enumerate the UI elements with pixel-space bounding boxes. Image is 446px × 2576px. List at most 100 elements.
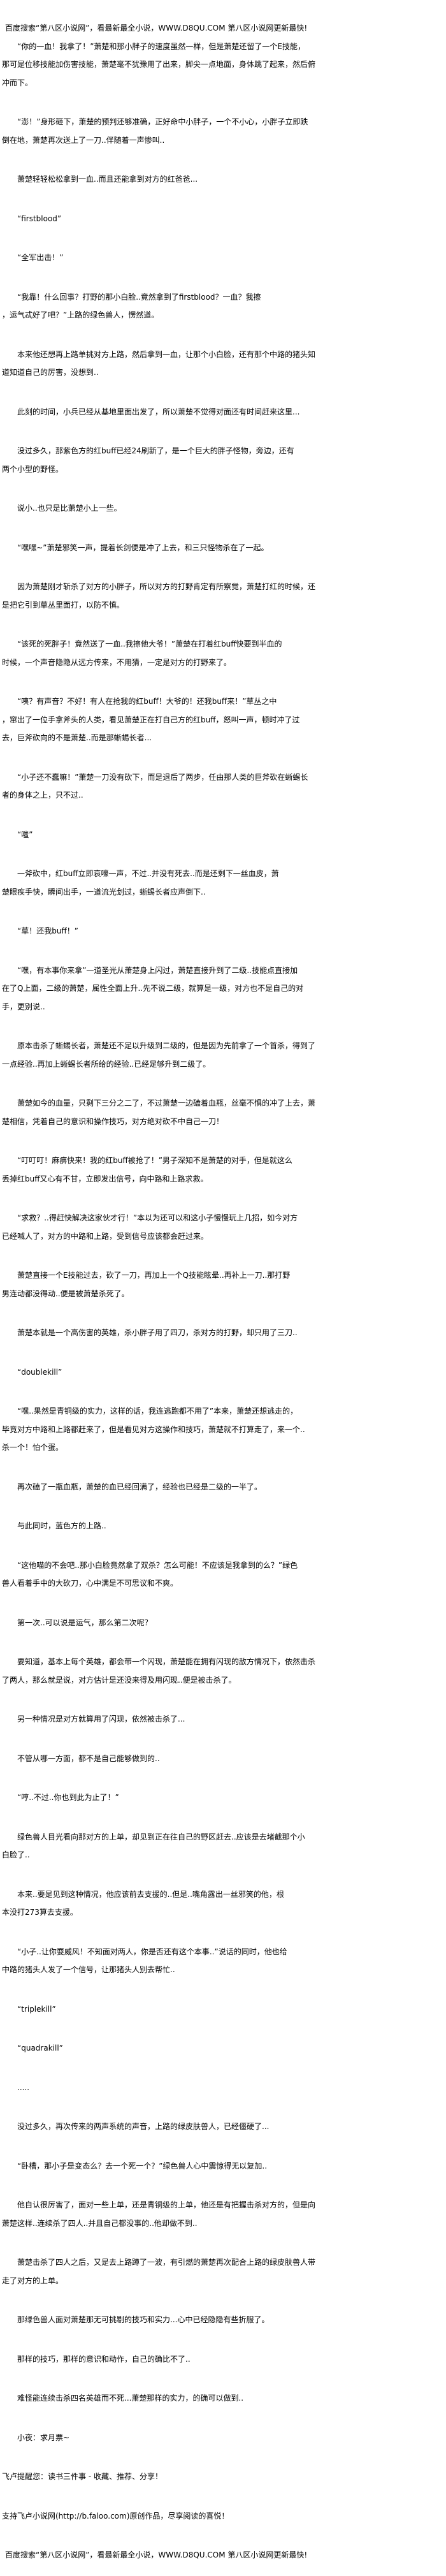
paragraph-line: “triplekill” — [17, 2004, 56, 2014]
site-banner-bottom-text: 百度搜索“第八区小说网”，看最新最全小说，WWW.D8QU.COM 第八区小说网… — [5, 2550, 308, 2559]
paragraph-line: 男连动都没得动..便是被萧楚杀死了。 — [2, 1289, 129, 1298]
paragraph-line: “该死的死胖子！竟然送了一血..我擦他大爷！”萧楚在打着红buff快要到半血的 — [17, 640, 282, 648]
chapter-body: “你的一血！我拿了！”萧楚和那小胖子的速度虽然一样，但是萧楚还留了一个E技能，那… — [2, 38, 442, 2447]
paragraph-line: 白脸了.. — [2, 1850, 30, 1859]
paragraph-line: 没过多久，再次传来的两声系统的声音，上路的绿皮肤兽人，已经僵硬了... — [17, 2122, 270, 2131]
paragraph-line: “叮叮叮！麻痹快来！我的红buff被抢了！”男子深知不是萧楚的对手，但是就这么 — [17, 1156, 292, 1165]
paragraph: 小夜：求月票~ — [2, 2429, 442, 2447]
paragraph: 他自认很厉害了，面对一些上单，还是青铜级的上单，他还是有把握击杀对方的，但是向萧… — [2, 2196, 442, 2232]
paragraph-line: 萧楚击杀了四人之后，又是去上路蹲了一波，有引燃的萧楚再次配合上路的绿皮肤兽人带 — [17, 2258, 316, 2267]
paragraph: 萧楚直接一个E技能过去，砍了一刀，再加上一个Q技能眩晕..再补上一刀..那打野男… — [2, 1266, 442, 1303]
paragraph-line: “firstblood” — [17, 214, 62, 223]
paragraph: 此刻的时间，小兵已经从基地里面出发了，所以萧楚不觉得对面还有时间赶来这里... — [2, 403, 442, 421]
paragraph: 难怪能连续击杀四名英雄而不死...萧楚那样的实力，的确可以做到.. — [2, 2389, 442, 2408]
paragraph: “嗤” — [2, 826, 442, 844]
footer-reminder: 飞卢提醒您：读书三件事 - 收藏、推荐、分享！ — [2, 2468, 442, 2486]
paragraph: 那绿色兽人面对萧楚那无可挑剔的技巧和实力...心中已经隐隐有些折服了。 — [2, 2311, 442, 2329]
paragraph: “小子还不蠢嘛！”萧楚一刀没有砍下，而是退后了两步，任由那人类的巨斧砍在蜥蜴长者… — [2, 768, 442, 805]
paragraph-line: “doublekill” — [17, 1367, 62, 1377]
site-banner-top: 百度搜索“第八区小说网”，看最新最全小说，WWW.D8QU.COM 第八区小说网… — [5, 24, 308, 33]
paragraph: 不管从哪一方面，都不是自己能够做到的.. — [2, 1750, 442, 1768]
paragraph: “卧槽，那小子是变态么？去一个死一个？”绿色兽人心中震惊得无以复加.. — [2, 2157, 442, 2176]
paragraph-line: 已经喊人了，对方的中路和上路，受到信号应该都会赶过来。 — [2, 1231, 209, 1241]
paragraph-line: 再次磕了一瓶血瓶，萧楚的血已经回满了，经验也已经是二级的一半了。 — [17, 1482, 263, 1491]
paragraph-line: 兽人看着手中的大砍刀，心中满是不可思议和不爽。 — [2, 1579, 178, 1588]
paragraph-line: “嘿嘿~”萧楚邪笑一声，提着长剑便是冲了上去，和三只怪物杀在了一起。 — [17, 543, 269, 552]
paragraph: 另一种情况是对方就算用了闪现，依然被击杀了... — [2, 1710, 442, 1729]
paragraph-line: 因为萧楚刚才斩杀了对方的小胖子，所以对方的打野肯定有所察觉，萧楚打红的时候，还 — [17, 582, 316, 591]
paragraph-line: “全军出击！” — [17, 253, 64, 262]
paragraph-line: 那可是位移技能加伤害技能，萧楚毫不犹豫用了出来，脚尖一点地面，身体跳了起来，然后… — [2, 60, 316, 69]
paragraph: “全军出击！” — [2, 249, 442, 267]
paragraph-line: “我靠！什么回事？打野的那小白脸..竟然拿到了firstblood？一血？我擦 — [17, 292, 261, 302]
paragraph: ..... — [2, 2079, 442, 2097]
paragraph-line: “求救？..得赶快解决这家伙才行！”本以为还可以和这小子慢慢玩上几招，如今对方 — [17, 1213, 298, 1222]
paragraph-line: 楚相信，凭着自己的意识和操作技巧，对方绝对砍不中自己一刀！ — [2, 1116, 224, 1126]
paragraph: 一斧砍中，红buff立即哀嚎一声，不过..并没有死去..而是还剩下一丝血皮，萧楚… — [2, 865, 442, 901]
paragraph-line: “嘿..果然是青铜级的实力，这样的话，我连逃跑都不用了”本来，萧楚还想逃走的， — [17, 1407, 298, 1416]
paragraph-line: 他自认很厉害了，面对一些上单，还是青铜级的上单，他还是有把握击杀对方的，但是向 — [17, 2200, 316, 2209]
paragraph-line: 者的身体之上，只不过.. — [2, 791, 83, 800]
paragraph: “quadrakill” — [2, 2039, 442, 2058]
footer-support-text: 支持飞卢小说网(http://b.faloo.com)原创作品，尽享阅读的喜悦！ — [2, 2511, 229, 2521]
paragraph-line: 丢掉红buff又心有不甘，立即发出信号，向中路和上路求救。 — [2, 1174, 208, 1183]
paragraph: 第一次..可以说是运气，那么第二次呢？ — [2, 1614, 442, 1632]
paragraph-line: ..... — [17, 2082, 30, 2092]
paragraph: 再次磕了一瓶血瓶，萧楚的血已经回满了，经验也已经是二级的一半了。 — [2, 1478, 442, 1497]
paragraph-line: 一斧砍中，红buff立即哀嚎一声，不过..并没有死去..而是还剩下一丝血皮，萧 — [17, 869, 279, 878]
paragraph-line: 一点经验..再加上蜥蜴长者所给的经验..已经足够升到二级了。 — [2, 1059, 211, 1069]
paragraph: 本来他还想再上路单挑对方上路，然后拿到一血，让那个小白脸，还有那个中路的猪头知道… — [2, 346, 442, 382]
paragraph-line: 难怪能连续击杀四名英雄而不死...萧楚那样的实力，的确可以做到.. — [17, 2394, 244, 2403]
footer-reminder-text: 飞卢提醒您：读书三件事 - 收藏、推荐、分享！ — [2, 2472, 162, 2481]
paragraph-line: “草！还我buff！” — [17, 926, 78, 935]
paragraph: 要知道，基本上每个英雄，都会带一个闪现，萧楚能在拥有闪现的敌方情况下，依然击杀了… — [2, 1653, 442, 1689]
paragraph-line: “卧槽，那小子是变态么？去一个死一个？”绿色兽人心中震惊得无以复加.. — [17, 2161, 268, 2170]
paragraph: 没过多久，那紫色方的红buff已经24刷新了，是一个巨大的胖子怪物，旁边，还有两… — [2, 442, 442, 478]
paragraph-line: 与此同时，蓝色方的上路.. — [17, 1521, 106, 1530]
paragraph: “求救？..得赶快解决这家伙才行！”本以为还可以和这小子慢慢玩上几招，如今对方已… — [2, 1209, 442, 1245]
paragraph: “doublekill” — [2, 1363, 442, 1382]
paragraph: “这他喵的不会吧..那小白脸竟然拿了双杀？怎么可能！不应该是我拿到的么？”绿色兽… — [2, 1556, 442, 1593]
paragraph: “叮叮叮！麻痹快来！我的红buff被抢了！”男子深知不是萧楚的对手，但是就这么丢… — [2, 1152, 442, 1188]
paragraph-line: ，窜出了一位手拿斧头的人类，看见萧楚正在打自己方的红buff，怒叫一声，顿时冲了… — [2, 715, 300, 724]
paragraph-line: 杀一个！怕个蛋。 — [2, 1443, 64, 1452]
paragraph: 萧楚击杀了四人之后，又是去上路蹲了一波，有引燃的萧楚再次配合上路的绿皮肤兽人带走… — [2, 2253, 442, 2290]
paragraph-line: 绿色兽人目光看向那对方的上单，却见到正在往自己的野区赶去..应该是去堵截那个小 — [17, 1832, 305, 1841]
paragraph-line: 本来他还想再上路单挑对方上路，然后拿到一血，让那个小白脸，还有那个中路的猪头知 — [17, 349, 316, 359]
paragraph-line: 是把它引到草丛里面打，以防不慎。 — [2, 600, 125, 610]
paragraph-line: 倒在地，萧楚再次送上了一刀..伴随着一声惨叫.. — [2, 135, 165, 145]
paragraph-line: 了两人，那么就是说，对方估计是还没来得及用闪现..便是被击杀了。 — [2, 1675, 236, 1685]
paragraph-line: 说小..也只是比萧楚小上一些。 — [17, 504, 122, 513]
paragraph-line: “哼..不过..你也到此为止了！” — [17, 1793, 119, 1802]
paragraph-line: 那样的技巧，那样的意识和动作，自己的确比不了.. — [17, 2354, 191, 2364]
paragraph: “嘿..果然是青铜级的实力，这样的话，我连逃跑都不用了”本来，萧楚还想逃走的，毕… — [2, 1402, 442, 1457]
paragraph-line: 另一种情况是对方就算用了闪现，依然被击杀了... — [17, 1715, 185, 1723]
paragraph-line: 道知道自己的厉害，没想到.. — [2, 368, 99, 377]
paragraph: “咦？有声音？不好！有人在抢我的红buff！大爷的！还我buff来！”草丛之中，… — [2, 692, 442, 747]
site-banner-bottom: 百度搜索“第八区小说网”，看最新最全小说，WWW.D8QU.COM 第八区小说网… — [2, 2546, 442, 2565]
paragraph-line: 楚眼疾手快，瞬间出手，一道流光划过，蜥蜴长者应声倒下.. — [2, 887, 206, 896]
paragraph: “嘿嘿~”萧楚邪笑一声，提着长剑便是冲了上去，和三只怪物杀在了一起。 — [2, 539, 442, 557]
paragraph: 萧楚本就是一个高伤害的英雄，杀小胖子用了四刀，杀对方的打野，却只用了三刀.. — [2, 1324, 442, 1342]
paragraph: 本来..要是见到这种情况，他应该前去支援的..但是..嘴角露出一丝邪笑的他，根本… — [2, 1885, 442, 1922]
paragraph-line: 在了Q上面，二级的萧楚，属性全面上升..先不说二级，就算是一级，对方也不是自己的… — [2, 984, 304, 993]
paragraph: 绿色兽人目光看向那对方的上单，却见到正在往自己的野区赶去..应该是去堵截那个小白… — [2, 1828, 442, 1864]
paragraph: 与此同时，蓝色方的上路.. — [2, 1517, 442, 1535]
paragraph-line: “小子..让你耍威风！不知面对两人，你是否还有这个本事..”说话的同时，他也给 — [17, 1947, 287, 1956]
paragraph-line: 小夜：求月票~ — [17, 2433, 70, 2442]
paragraph: 萧楚如今的血量，只剩下三分之二了，不过萧楚一边磕着血瓶，丝毫不惧的冲了上去，萧楚… — [2, 1094, 442, 1131]
paragraph-line: 萧楚直接一个E技能过去，砍了一刀，再加上一个Q技能眩晕..再补上一刀..那打野 — [17, 1271, 291, 1280]
paragraph-line: 冲而下。 — [2, 78, 33, 87]
paragraph: “firstblood” — [2, 210, 442, 228]
paragraph: 那样的技巧，那样的意识和动作，自己的确比不了.. — [2, 2350, 442, 2369]
paragraph-line: 第一次..可以说是运气，那么第二次呢？ — [17, 1618, 152, 1627]
paragraph: 原本击杀了蜥蜴长者，萧楚还不足以升级到二级的，但是因为先前拿了一个首杀，得到了一… — [2, 1037, 442, 1073]
paragraph-line: 本没打273算去支援。 — [2, 1908, 78, 1917]
paragraph: “哼..不过..你也到此为止了！” — [2, 1789, 442, 1807]
paragraph-line: 要知道，基本上每个英雄，都会带一个闪现，萧楚能在拥有闪现的敌方情况下，依然击杀 — [17, 1657, 316, 1666]
paragraph-line: 萧楚本就是一个高伤害的英雄，杀小胖子用了四刀，杀对方的打野，却只用了三刀.. — [17, 1328, 298, 1337]
footer-support: 支持飞卢小说网(http://b.faloo.com)原创作品，尽享阅读的喜悦！ — [2, 2507, 442, 2526]
paragraph-line: “嗤” — [17, 830, 33, 839]
paragraph-line: “嘿，有本事你来拿”一道圣光从萧楚身上闪过，萧楚直接升到了二级..技能点直接加 — [17, 965, 298, 975]
